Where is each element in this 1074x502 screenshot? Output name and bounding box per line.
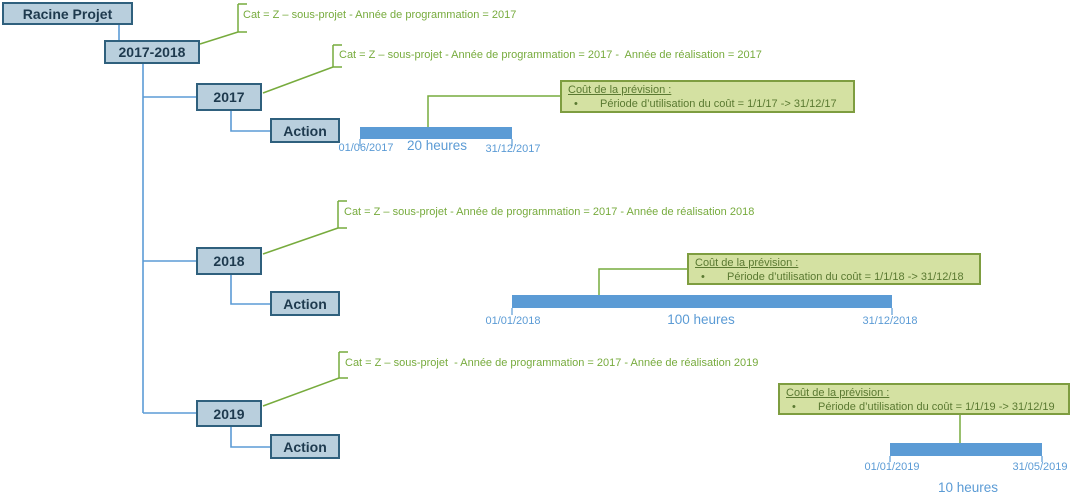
node-action-2017: Action [270, 118, 340, 143]
bar-duration: 10 heures [937, 480, 999, 495]
cost-connector-2018 [598, 268, 687, 295]
connector-2017-action [230, 111, 270, 132]
leader-period [199, 3, 247, 45]
annotation-period: Cat = Z – sous-projet - Année de program… [243, 9, 517, 21]
timeline-bar-2019 [890, 443, 1042, 456]
cost-box-bullet: • Période d’utilisation du coût = 1/1/19… [786, 401, 1062, 415]
connector-2019-action [230, 427, 270, 448]
annotation-leaders [199, 3, 348, 407]
annotation-2019: Cat = Z – sous-projet - Année de program… [345, 357, 759, 369]
cost-box-2018: Coût de la prévision : • Période d’utili… [687, 253, 981, 285]
cost-box-bullet-text: Période d’utilisation du coût = 1/1/19 -… [818, 400, 1055, 413]
cost-box-title: Coût de la prévision : [695, 257, 799, 269]
bullet-dot: • [701, 270, 705, 283]
cost-box-bullet: • Période d’utilisation du coût = 1/1/17… [568, 98, 847, 112]
node-2018: 2018 [196, 247, 262, 275]
node-action-2018: Action [270, 291, 340, 316]
bar-end-date: 31/12/2017 [485, 143, 541, 155]
cost-box-2017: Coût de la prévision : • Période d’utili… [560, 80, 855, 113]
annotation-2018: Cat = Z – sous-projet - Année de program… [344, 206, 755, 218]
node-racine-projet: Racine Projet [2, 2, 133, 25]
cost-box-title: Coût de la prévision : [786, 387, 890, 399]
node-2017: 2017 [196, 83, 262, 111]
bar-start-date: 01/01/2019 [864, 461, 920, 473]
bullet-dot: • [792, 400, 796, 413]
leader-2018 [262, 200, 347, 255]
bar-start-date: 01/06/2017 [338, 142, 394, 154]
bar-end-date: 31/12/2018 [862, 315, 918, 327]
bar-start-date: 01/01/2018 [485, 315, 541, 327]
connector-2018-action [230, 275, 270, 305]
timeline-bar-2017 [360, 127, 512, 139]
node-2019: 2019 [196, 400, 262, 427]
cost-connector-2017 [427, 95, 560, 127]
bar-end-date: 31/05/2019 [1012, 461, 1068, 473]
node-2017-2018: 2017-2018 [104, 40, 200, 64]
leader-2017 [262, 44, 342, 94]
bullet-dot: • [574, 97, 578, 110]
cost-box-bullet: • Période d’utilisation du coût = 1/1/18… [695, 271, 973, 285]
leader-2019 [262, 351, 348, 407]
bar-duration: 100 heures [667, 312, 735, 327]
cost-box-title: Coût de la prévision : [568, 84, 672, 96]
bar-duration: 20 heures [406, 138, 468, 153]
cost-box-bullet-text: Période d’utilisation du coût = 1/1/18 -… [727, 270, 964, 283]
cost-box-bullet-text: Période d’utilisation du coût = 1/1/17 -… [600, 97, 837, 110]
node-action-2019: Action [270, 434, 340, 459]
annotation-2017: Cat = Z – sous-projet - Année de program… [339, 49, 762, 61]
cost-box-2019: Coût de la prévision : • Période d’utili… [778, 383, 1070, 415]
timeline-bar-2018 [512, 295, 892, 308]
